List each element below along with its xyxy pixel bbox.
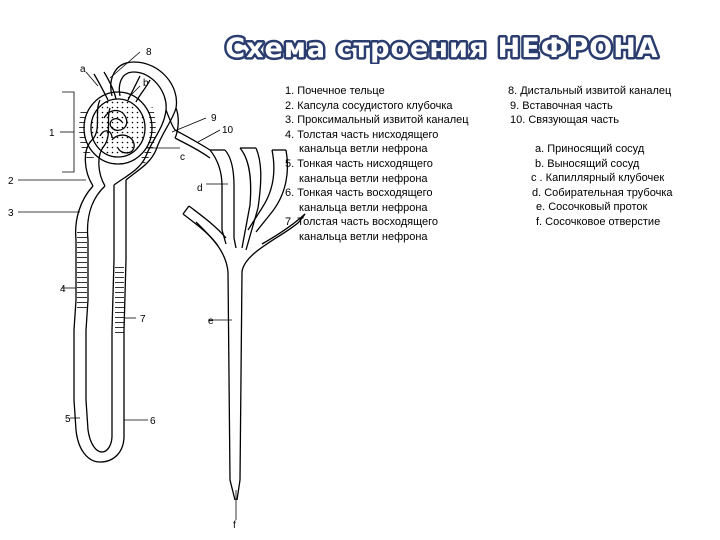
- legend-left: 1. Почечное тельце 2. Капсула сосудистог…: [285, 84, 469, 245]
- legend-item: 6. Тонкая часть восходящего: [285, 187, 433, 200]
- legend-item: e. Сосочковый проток: [536, 201, 648, 214]
- legend-item: канальца ветли нефрона: [299, 172, 428, 185]
- label-a: a: [80, 64, 86, 75]
- legend-item: a. Приносящий сосуд: [535, 143, 645, 155]
- label-2: 2: [8, 176, 14, 187]
- legend-item: c . Капиллярный клубочек: [531, 172, 665, 185]
- legend-item: 3. Проксимальный извитой каналец: [285, 114, 469, 127]
- label-9: 9: [211, 113, 217, 124]
- label-5: 5: [65, 414, 71, 425]
- legend-middle: 8. Дистальный извитой каналец 9. Вставоч…: [506, 84, 671, 128]
- page-title-text: Схема строения НЕФРОНА: [225, 33, 658, 64]
- page-title-outline: Схема строения НЕФРОНА: [225, 33, 658, 64]
- collecting-duct: [174, 129, 306, 501]
- page-title: Схема строения НЕФРОНА Схема строения НЕ…: [223, 31, 660, 65]
- leader-lines: [18, 51, 237, 520]
- nephron-tubule: [73, 61, 179, 463]
- label-7: 7: [140, 314, 146, 325]
- label-3: 3: [8, 208, 14, 219]
- label-c: c: [180, 152, 185, 163]
- legend-item: b. Выносящий сосуд: [535, 157, 640, 170]
- label-1: 1: [49, 128, 55, 139]
- legend-item: 1. Почечное тельце: [285, 85, 385, 97]
- legend-item: 10. Связующая часть: [510, 114, 619, 127]
- legend-item: 5. Тонкая часть нисходящего: [285, 157, 433, 170]
- legend-item: 2. Капсула сосудистого клубочка: [285, 99, 453, 112]
- legend-item: 9. Вставочная часть: [510, 99, 613, 112]
- label-8: 8: [146, 47, 152, 58]
- legend-item: d. Собирательная трубочка: [532, 186, 673, 199]
- legend-item: канальца ветли нефрона: [299, 143, 428, 156]
- label-f: f: [233, 520, 236, 531]
- label-d: d: [197, 183, 203, 194]
- legend-right: a. Приносящий сосуд b. Выносящий сосуд c…: [530, 142, 673, 230]
- legend-item: f. Сосочковое отверстие: [536, 215, 661, 228]
- label-4: 4: [60, 284, 66, 295]
- label-b: b: [143, 78, 149, 89]
- legend-item: 8. Дистальный извитой каналец: [508, 85, 672, 97]
- label-6: 6: [150, 416, 156, 427]
- legend-item: 4. Толстая часть нисходящего: [285, 128, 439, 141]
- legend-item: канальца ветли нефрона: [299, 230, 428, 243]
- label-e: e: [208, 316, 214, 327]
- legend-item: канальца ветли нефрона: [299, 201, 428, 214]
- label-10: 10: [222, 125, 234, 136]
- legend-item: 7. Толстая часть восходящего: [285, 216, 439, 229]
